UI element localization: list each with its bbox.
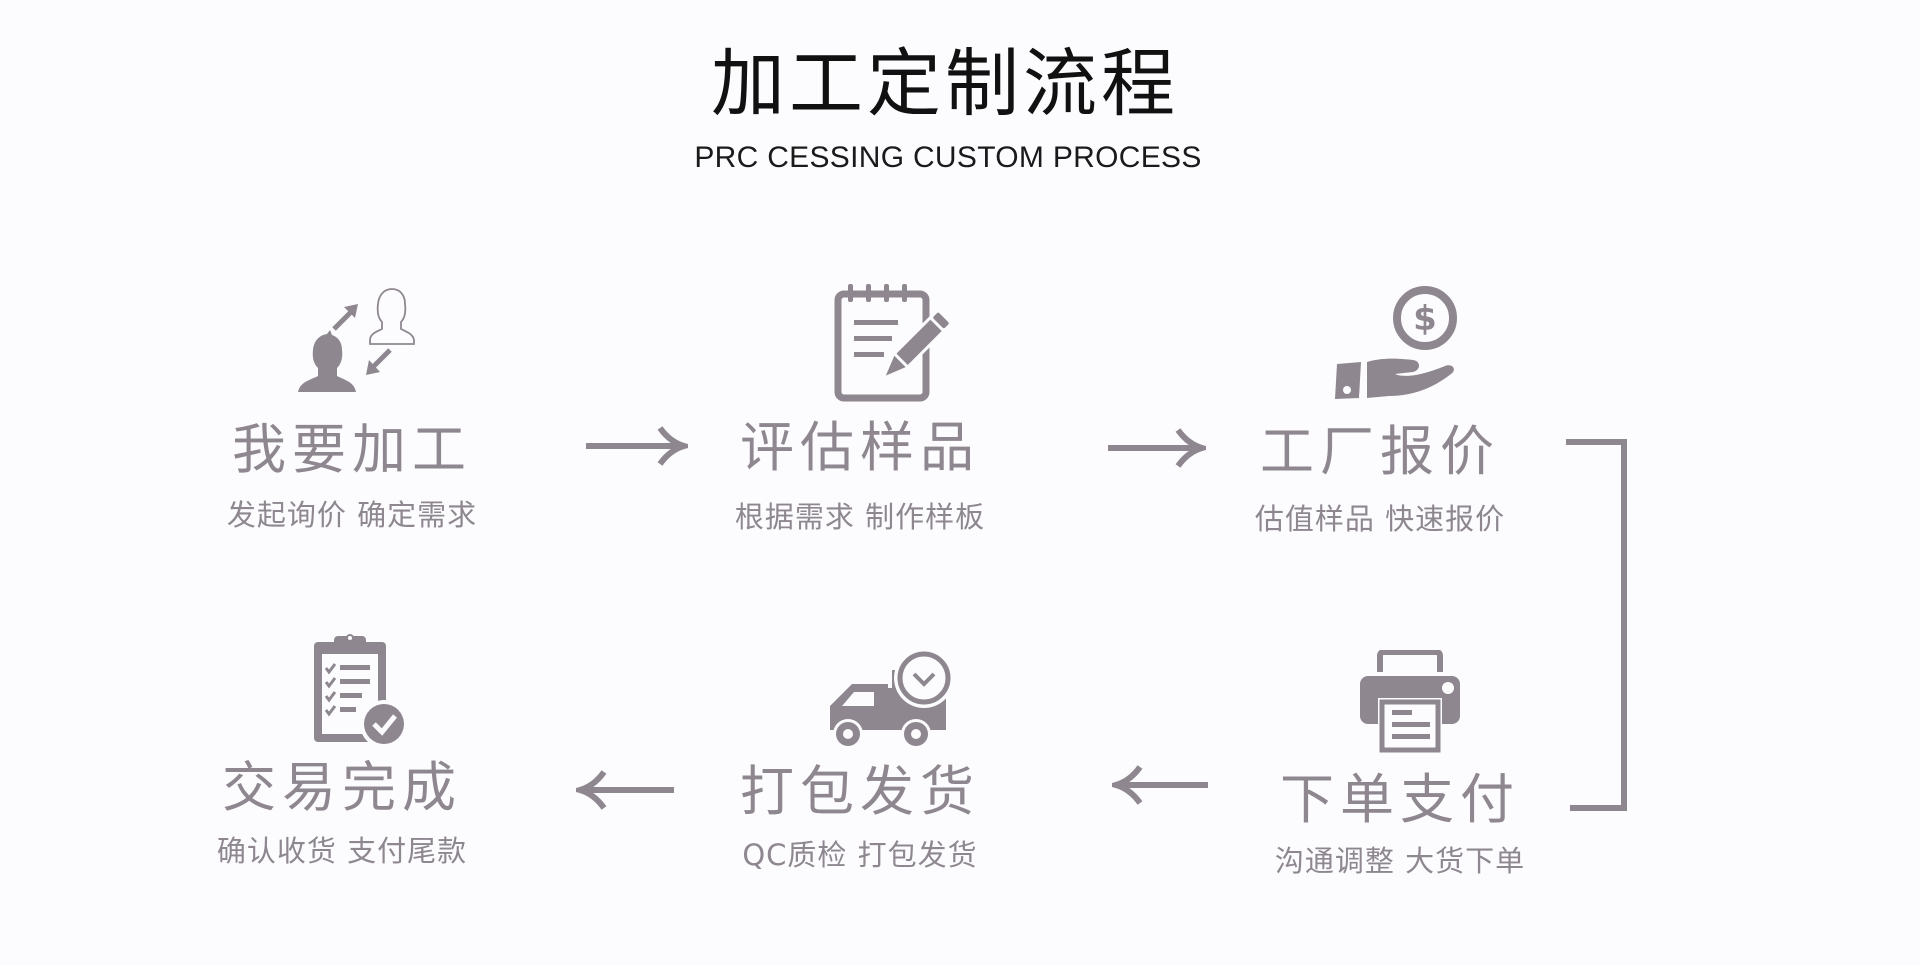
- step-title: 工厂报价: [1260, 420, 1500, 483]
- step-subtitle: 沟通调整 大货下单: [1274, 844, 1526, 878]
- hand-coin-dollar-icon: $: [1335, 286, 1457, 399]
- step-4: 下单支付 沟通调整 大货下单: [1190, 640, 1610, 890]
- step-6: 交易完成 确认收货 支付尾款: [132, 628, 552, 888]
- bracket-connector: [1566, 439, 1627, 811]
- printer-icon: [1360, 650, 1460, 753]
- step-2: 评估样品 根据需求 制作样板: [650, 280, 1070, 550]
- step-1: 我要加工 发起询价 确定需求: [142, 280, 562, 550]
- step-title: 打包发货: [740, 760, 980, 823]
- step-title: 评估样品: [740, 416, 980, 479]
- arrow-right-icon: [586, 426, 688, 466]
- svg-text:$: $: [1413, 299, 1437, 339]
- step-title: 下单支付: [1280, 768, 1520, 831]
- step-title: 我要加工: [232, 418, 472, 481]
- step-title: 交易完成: [222, 756, 462, 819]
- arrow-left-icon: [1112, 765, 1208, 805]
- arrow-right-icon: [1108, 428, 1206, 468]
- page-title: 加工定制流程: [711, 41, 1179, 127]
- delivery-truck-clock-icon: [830, 650, 952, 749]
- step-subtitle: 根据需求 制作样板: [734, 500, 986, 534]
- user-exchange-icon: [298, 288, 415, 392]
- page-subtitle: PRC CESSING CUSTOM PROCESS: [694, 141, 1202, 174]
- notepad-pencil-icon: [834, 284, 952, 402]
- step-3: $ 工厂报价 估值样品 快速报价: [1170, 280, 1590, 550]
- step-subtitle: 确认收货 支付尾款: [216, 834, 468, 868]
- step-5: 打包发货 QC质检 打包发货: [650, 640, 1070, 890]
- step-subtitle: QC质检 打包发货: [742, 838, 978, 872]
- step-subtitle: 估值样品 快速报价: [1254, 502, 1506, 536]
- arrow-left-icon: [576, 770, 674, 810]
- clipboard-check-icon: [314, 634, 408, 748]
- step-subtitle: 发起询价 确定需求: [226, 498, 478, 532]
